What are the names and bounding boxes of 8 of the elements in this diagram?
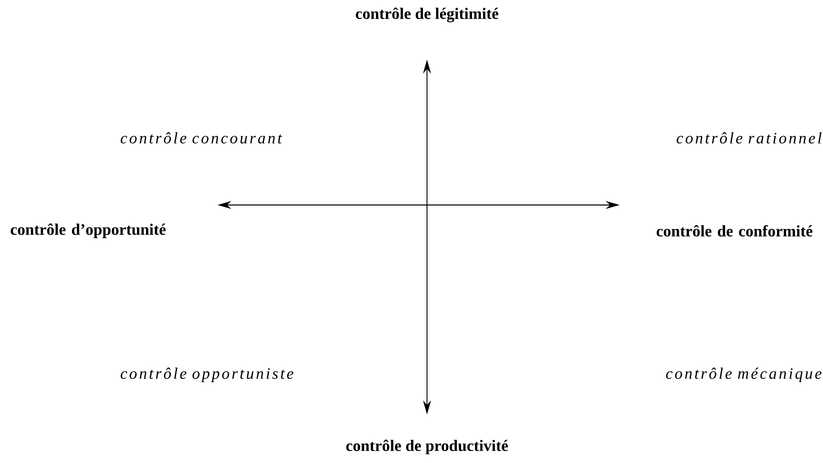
quadrant-label: contrôle rationnel — [676, 132, 822, 144]
axis-label: contrôle de conformité — [656, 225, 812, 236]
axis-label: contrôle de légitimité — [356, 8, 498, 22]
axis-label: contrôle de productivité — [346, 440, 508, 454]
quadrant-label: contrôle concourant — [120, 132, 282, 144]
quadrant-label: contrôle mécanique — [666, 368, 822, 382]
axis-label: contrôle d’opportunité — [10, 224, 166, 238]
quadrant-label: contrôle opportuniste — [120, 368, 294, 382]
